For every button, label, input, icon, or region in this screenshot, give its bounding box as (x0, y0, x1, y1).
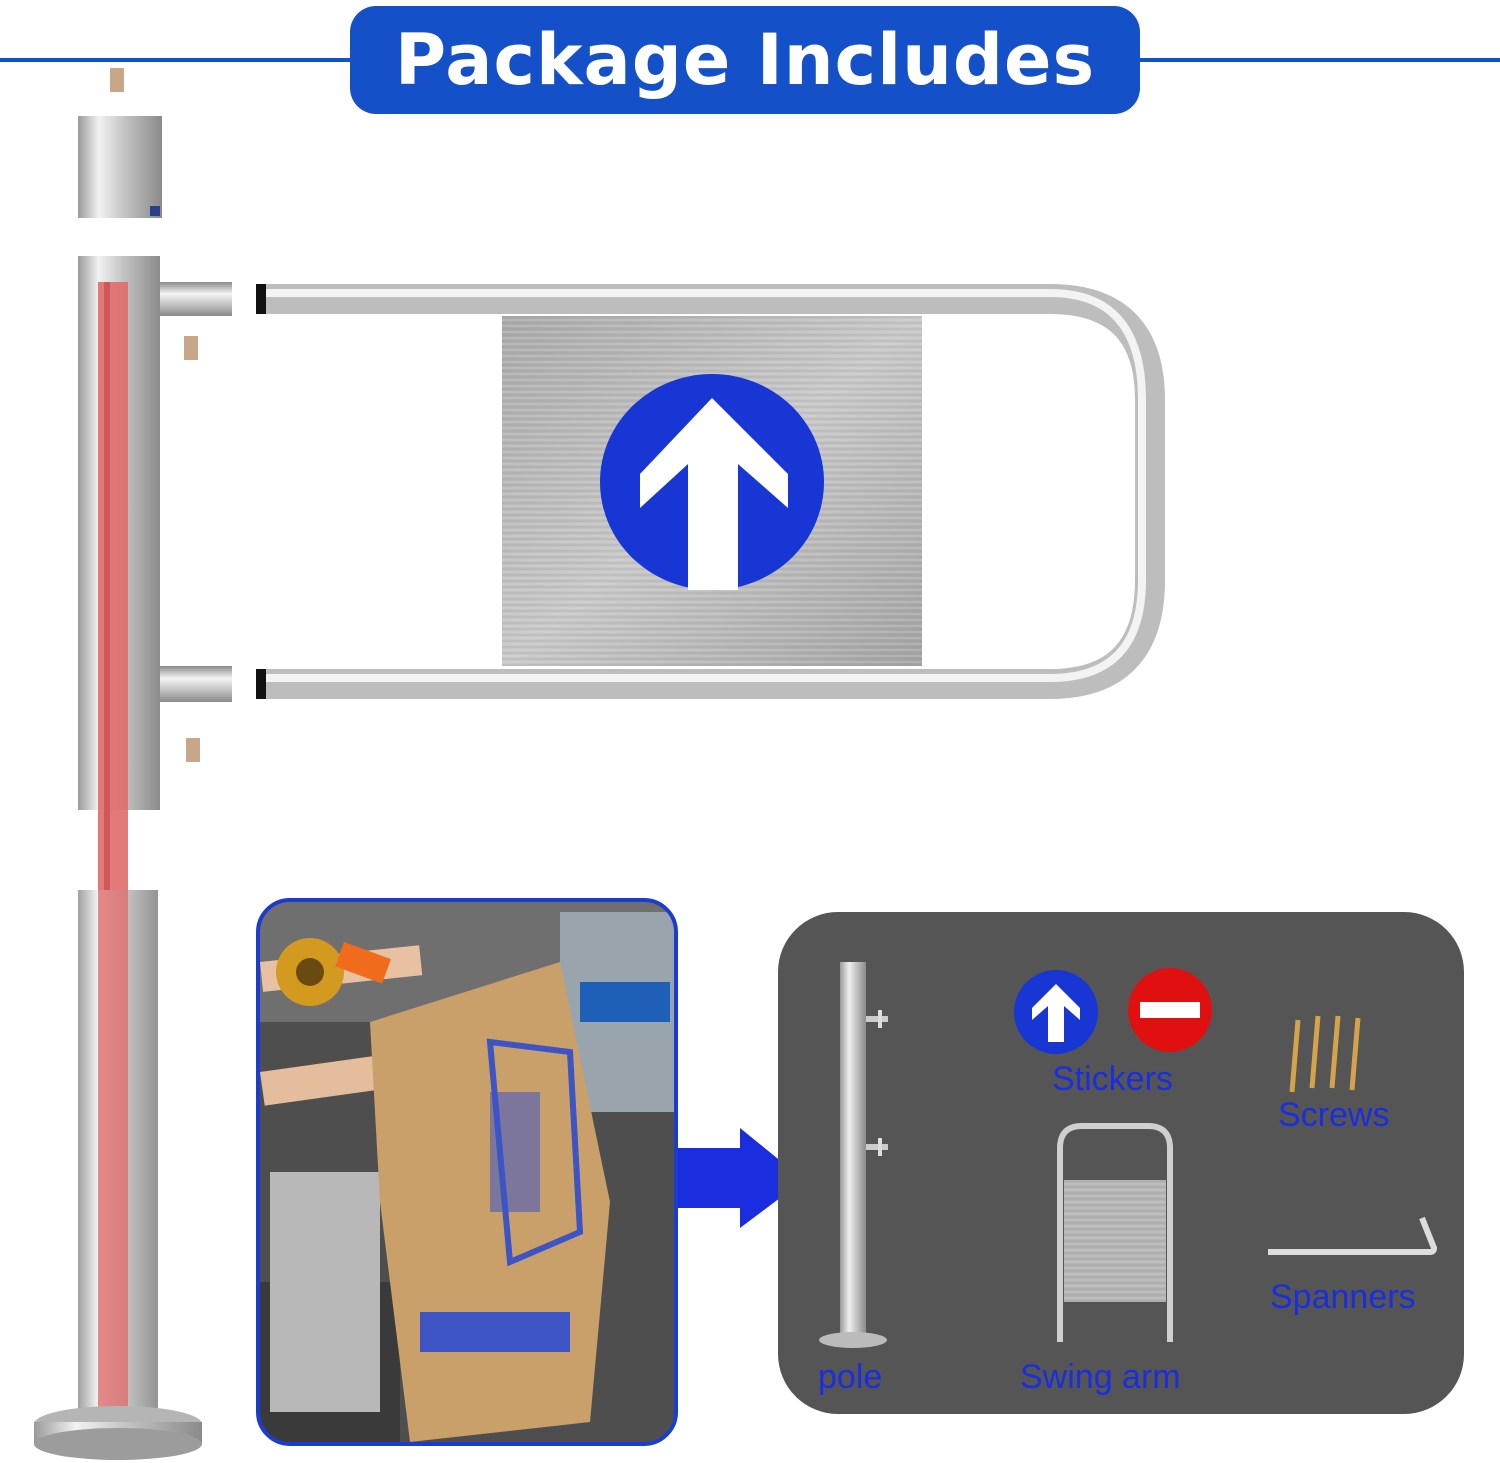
top-pin (110, 68, 124, 92)
up-arrow-icon (600, 374, 824, 590)
kit-items-art (819, 962, 1438, 1348)
kit-entry-sticker (1014, 970, 1098, 1054)
kit-label-stickers: Stickers (1052, 1060, 1173, 1098)
kit-screws-image (1289, 1015, 1361, 1093)
lower-stub (160, 666, 232, 702)
packing-photo-art (260, 902, 674, 1442)
kit-swing-arm-image (1057, 1123, 1173, 1342)
packing-photo (256, 898, 678, 1446)
right-arrow-icon (668, 1128, 804, 1228)
kit-label-pole: pole (818, 1358, 883, 1396)
no-entry-icon (1128, 968, 1212, 1052)
kit-pole-image (819, 962, 888, 1348)
page-title: Package Includes (394, 19, 1096, 101)
header-line-right (1130, 58, 1500, 62)
kit-contents-panel: Stickers Screws Spanners pole Swing arm (778, 912, 1464, 1414)
header-line-left (0, 58, 360, 62)
kit-spanner-image (1268, 1216, 1438, 1255)
kit-label-swing-arm: Swing arm (1020, 1358, 1181, 1396)
header-title-badge: Package Includes (350, 6, 1140, 114)
kit-label-screws: Screws (1278, 1096, 1390, 1134)
kit-label-spanners: Spanners (1270, 1278, 1416, 1316)
pole-cap (78, 116, 162, 218)
upper-stub (160, 282, 232, 316)
